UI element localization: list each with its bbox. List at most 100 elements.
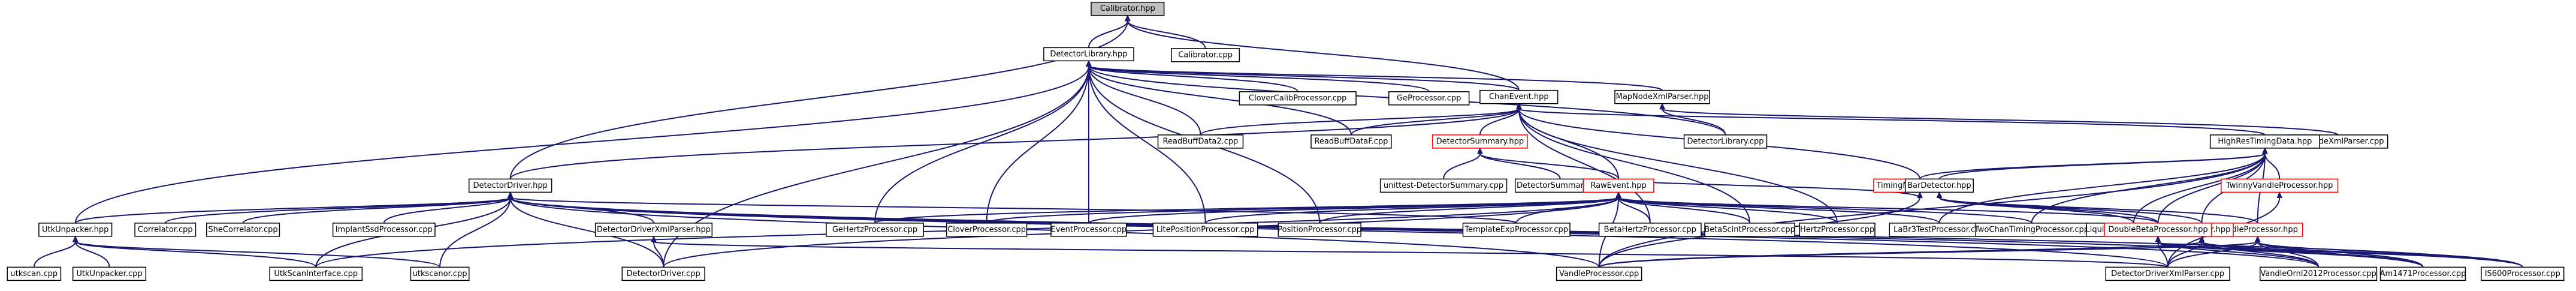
node-box (946, 223, 1028, 237)
node-label: ImplantSsdProcessor.cpp (336, 225, 433, 234)
node-label: GeProcessor.cpp (1397, 94, 1461, 103)
file-node-utkscaninterface[interactable]: UtkScanInterface.cpp (269, 266, 363, 281)
dependency-edge-highrestiming_hpp-to-timingmapbuilder_hpp (1919, 147, 2268, 180)
file-node-litepos[interactable]: LitePositionProcessor.cpp (1152, 223, 1258, 237)
node-box (38, 223, 113, 237)
file-node-gehertz[interactable]: GeHertzProcessor.cpp (826, 223, 924, 237)
file-node-position-proc[interactable]: PositionProcessor.cpp (1278, 223, 1361, 237)
node-label: DetectorDriverXmlParser.cpp (2111, 269, 2224, 278)
file-node-detectordriver-cpp[interactable]: DetectorDriver.cpp (621, 266, 705, 281)
node-label: utkscanor.cpp (413, 269, 467, 278)
file-node-ddxml-cpp[interactable]: DetectorDriverXmlParser.cpp (2105, 266, 2230, 281)
file-node-am1471[interactable]: Am1471Processor.cpp (2380, 266, 2466, 281)
dependency-edge-chanevent_hpp-to-readbuffdata2 (1200, 103, 1522, 136)
node-label: VandleOrnl2012Processor.cpp (2260, 269, 2376, 278)
dependency-edge-rawevent_hpp-to-labr3test (1615, 191, 1940, 224)
file-node-bardetector-hpp[interactable]: BarDetector.hpp (1904, 178, 1974, 193)
file-node-doublebeta-hpp[interactable]: DoubleBetaProcessor.hpp (2104, 223, 2212, 237)
file-node-readbuffdata2[interactable]: ReadBuffData2.cpp (1157, 134, 1244, 149)
node-box (1556, 266, 1642, 281)
file-node-clover-proc[interactable]: CloverProcessor.cpp (946, 223, 1028, 237)
dependency-edge-calibrator_hpp-to-detectordriver_hpp (509, 14, 1131, 179)
file-node-utkscanor[interactable]: utkscanor.cpp (410, 266, 470, 281)
node-label: DoubleBetaProcessor.hpp (2108, 225, 2207, 234)
node-label: CloverProcessor.cpp (947, 225, 1026, 234)
file-node-vandle-hpp[interactable]: VandleProcessor.hpp (2212, 223, 2303, 237)
file-node-mapnodexmlparser-hpp[interactable]: MapNodeXmlParser.hpp (1614, 89, 1710, 104)
file-node-detectordriver-hpp[interactable]: DetectorDriver.hpp (468, 178, 552, 193)
file-node-detectorsummary-hpp[interactable]: DetectorSummary.hpp (1432, 134, 1528, 149)
file-node-detectorsummary-cpp[interactable]: DetectorSummary.cpp (1514, 178, 1606, 193)
node-box (72, 266, 147, 281)
node-label: UtkUnpacker.hpp (42, 225, 108, 234)
file-node-rawevent-hpp[interactable]: RawEvent.hpp (1583, 178, 1654, 193)
file-node-utkunpacker-hpp[interactable]: UtkUnpacker.hpp (38, 223, 113, 237)
file-node-clovercalib[interactable]: CloverCalibProcessor.cpp (1239, 91, 1357, 106)
dependency-edge-detectorlibrary_hpp-to-gehertz (874, 60, 1092, 223)
node-box (1704, 223, 1795, 237)
file-node-readbuffdataf[interactable]: ReadBuffDataF.cpp (1310, 134, 1392, 149)
file-node-implantssd[interactable]: ImplantSsdProcessor.cpp (332, 223, 436, 237)
node-box (1598, 223, 1702, 237)
node-label: IS600Processor.cpp (2485, 269, 2560, 278)
node-box (1152, 223, 1258, 237)
file-node-betahertz[interactable]: BetaHertzProcessor.cpp (1598, 223, 1702, 237)
node-label: VandleProcessor.cpp (1559, 269, 1639, 278)
node-label: Calibrator.cpp (1178, 50, 1233, 59)
dependency-edge-detectorlibrary_hpp-to-chanevent_hpp (1086, 60, 1520, 91)
dependency-edge-barbuilder_hpp-to-ddxml_cpp (2167, 235, 2205, 268)
file-node-ge-proc[interactable]: GeProcessor.cpp (1388, 91, 1470, 106)
dependency-edge-detectorsummary_hpp-to-rawevent_hpp (1477, 147, 1620, 179)
file-node-detectorlibrary-hpp[interactable]: DetectorLibrary.hpp (1043, 47, 1134, 62)
node-box (1278, 223, 1361, 237)
file-node-correlator[interactable]: Correlator.cpp (134, 223, 197, 237)
node-box (206, 223, 280, 237)
file-node-calibrator-hpp[interactable]: Calibrator.hpp (1091, 1, 1165, 16)
node-label: DetectorDriverXmlParser.hpp (597, 225, 711, 234)
dependency-edge-detectorlibrary_hpp-to-event_proc (1086, 60, 1092, 223)
node-box (1904, 178, 1974, 193)
dependency-edge-utkunpacker_hpp-to-utkscaninterface (72, 235, 317, 268)
dependency-edge-rawevent_hpp-to-betahertz (1615, 191, 1651, 223)
node-label: TwinnyVandleProcessor.hpp (2225, 181, 2333, 190)
file-node-highrestiming-hpp[interactable]: HighResTimingData.hpp (2209, 134, 2320, 149)
file-node-templateexp[interactable]: TemplateExpProcessor.cpp (1462, 223, 1571, 237)
node-label: RawEvent.hpp (1590, 181, 1646, 190)
node-box (1683, 134, 1768, 149)
node-box (2221, 178, 2339, 193)
node-box (1091, 1, 1165, 16)
file-node-chanevent-hpp[interactable]: ChanEvent.hpp (1479, 89, 1559, 104)
node-box (1379, 178, 1508, 193)
dependency-edge-bardetector_hpp-to-vandle_hpp (1936, 191, 2258, 224)
node-box (269, 266, 363, 281)
dependency-edge-detectordriver_hpp-to-utkunpacker_hpp (74, 191, 514, 224)
file-node-utkunpacker-cpp[interactable]: UtkUnpacker.cpp (72, 266, 147, 281)
node-label: DetectorSummary.cpp (1517, 181, 1603, 190)
file-node-labr3test[interactable]: LaBr3TestProcessor.cpp (1889, 223, 1990, 237)
file-node-hertz-proc[interactable]: HertzProcessor.cpp (1799, 223, 1876, 237)
node-box (1432, 134, 1528, 149)
dependency-edge-chanevent_hpp-to-hertz_proc (1516, 103, 1838, 223)
file-node-twinnyvandle[interactable]: TwinnyVandleProcessor.hpp (2221, 178, 2339, 193)
node-label: DetectorLibrary.hpp (1050, 50, 1127, 59)
file-node-vandle-cpp[interactable]: VandleProcessor.cpp (1556, 266, 1642, 281)
file-node-vandleornl[interactable]: VandleOrnl2012Processor.cpp (2260, 266, 2378, 281)
file-node-ssecorrelator[interactable]: SheCorrelator.cpp (206, 223, 280, 237)
node-box (1614, 89, 1710, 104)
file-node-unittest-ds[interactable]: unittest-DetectorSummary.cpp (1379, 178, 1508, 193)
file-node-ddxml-hpp[interactable]: DetectorDriverXmlParser.hpp (594, 223, 713, 237)
dependency-edge-chanevent_hpp-to-highrestiming_hpp (1516, 103, 2266, 136)
file-node-utkscan-cpp[interactable]: utkscan.cpp (7, 266, 62, 281)
node-box (332, 223, 436, 237)
node-box (594, 223, 713, 237)
node-box (1799, 223, 1876, 237)
dependency-edge-chanevent_hpp-to-detectorsummary_hpp (1479, 103, 1522, 136)
file-node-calibrator-cpp[interactable]: Calibrator.cpp (1171, 48, 1240, 62)
file-node-betascint[interactable]: BetaScintProcessor.cpp (1704, 223, 1795, 237)
file-node-twochan[interactable]: TwoChanTimingProcessor.cpp (1974, 223, 2089, 237)
file-node-is600[interactable]: IS600Processor.cpp (2481, 266, 2565, 281)
file-node-detectorlibrary-cpp[interactable]: DetectorLibrary.cpp (1683, 134, 1768, 149)
file-node-event-proc[interactable]: EventProcessor.cpp (1050, 223, 1127, 237)
node-box (1043, 47, 1134, 62)
